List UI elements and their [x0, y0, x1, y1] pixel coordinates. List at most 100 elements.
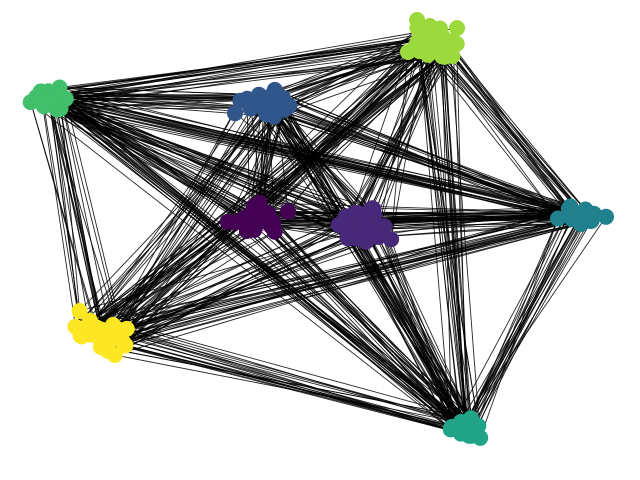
edge-c-green-c-lime: [418, 51, 462, 430]
node-c-indigo-29: [348, 208, 365, 225]
edge-c-teal-c-yellow: [108, 215, 581, 343]
edge-c-teal-c-yellow: [122, 208, 570, 343]
node-c-dark-purple-23: [219, 213, 236, 230]
edge-c-teal-c-yellow: [125, 223, 582, 346]
edge-c-blue-c-lime: [271, 50, 420, 96]
edge-c-blue-c-teal: [260, 96, 592, 222]
node-c-teal-19: [598, 208, 614, 225]
edge-c-lime-c-yellow: [101, 43, 457, 331]
node-c-dark-purple-33: [236, 210, 253, 227]
edge-c-emerald-c-yellow: [56, 109, 103, 341]
edge-c-green-c-lime: [441, 56, 453, 428]
edge-c-green-c-emerald: [47, 91, 481, 439]
node-c-indigo-7: [383, 231, 400, 248]
edge-c-green-c-lime: [429, 25, 468, 432]
edge-c-green-c-emerald: [36, 96, 468, 430]
node-c-yellow-30: [108, 320, 125, 337]
node-c-lime-31: [436, 32, 453, 49]
edge-c-blue-c-yellow: [107, 107, 272, 352]
edge-c-green-c-yellow: [90, 325, 462, 423]
edge-c-green-c-lime: [449, 41, 481, 438]
edge-c-lime-c-yellow: [104, 37, 438, 348]
node-c-lime-20: [449, 20, 465, 37]
edge-c-blue-c-emerald: [65, 96, 261, 100]
edge-c-emerald-c-lime: [46, 28, 440, 97]
edge-c-green-c-emerald: [41, 96, 481, 439]
edge-c-green-c-lime: [427, 54, 470, 436]
edge-c-green-c-emerald: [30, 101, 451, 430]
edge-c-teal-c-green: [474, 223, 582, 432]
edge-c-emerald-c-yellow: [30, 101, 102, 348]
edge-c-green-c-emerald: [65, 98, 472, 437]
edge-c-lime-c-yellow: [89, 39, 440, 322]
edge-c-teal-c-green: [460, 208, 570, 434]
node-c-indigo-30: [364, 221, 381, 238]
node-c-lime-30: [409, 33, 426, 50]
edge-c-green-c-yellow: [79, 328, 462, 435]
edge-c-green-c-yellow: [104, 347, 472, 419]
node-c-indigo-20: [330, 216, 347, 233]
edge-c-emerald-c-lime: [65, 55, 443, 100]
edge-c-teal-c-yellow: [114, 215, 581, 356]
cluster-c-green: [442, 410, 489, 446]
edge-c-emerald-c-yellow: [47, 91, 92, 335]
edge-c-teal-c-yellow: [75, 215, 586, 328]
edge-c-indigo-c-emerald: [60, 94, 378, 234]
edge-c-dark-purple-c-emerald: [57, 104, 248, 222]
edge-c-teal-c-emerald: [57, 104, 573, 220]
node-c-teal-20: [562, 198, 579, 215]
edge-c-green-c-lime: [417, 41, 479, 426]
edge-c-green-c-yellow: [114, 354, 479, 427]
edge-c-green-c-emerald: [60, 95, 457, 430]
node-c-lime-27: [409, 20, 426, 37]
edge-c-green-c-emerald: [41, 96, 457, 430]
edge-c-teal-c-yellow: [80, 215, 581, 337]
node-c-dark-purple-0: [280, 203, 296, 220]
cluster-c-lime: [400, 12, 465, 65]
edge-c-indigo-c-emerald: [50, 98, 375, 216]
edge-c-blue-c-lime: [273, 55, 446, 118]
edge-c-dark-purple-c-emerald: [45, 95, 259, 218]
edge-c-emerald-c-lime: [65, 45, 454, 100]
edge-c-dark-purple-c-emerald: [42, 101, 258, 213]
edge-c-teal-c-lime: [442, 36, 590, 215]
node-c-blue-29: [253, 92, 270, 109]
node-c-lime-16: [436, 48, 453, 65]
edge-c-teal-c-green: [465, 215, 586, 433]
edge-c-green-c-yellow: [126, 328, 474, 425]
node-c-yellow-23: [71, 303, 88, 319]
edge-c-emerald-c-yellow: [59, 87, 83, 337]
edge-c-teal-c-green: [470, 212, 574, 436]
cluster-c-yellow: [67, 303, 135, 363]
edge-c-lime-c-yellow: [107, 25, 431, 352]
edge-c-teal-c-yellow: [100, 220, 592, 341]
node-c-indigo-31: [347, 230, 364, 247]
edge-c-emerald-c-lime: [57, 36, 443, 91]
edge-c-lime-c-yellow: [90, 34, 441, 331]
edge-c-dark-purple-c-yellow: [126, 210, 259, 330]
edge-c-indigo-c-yellow: [90, 229, 349, 336]
edge-c-teal-c-lime: [422, 37, 586, 216]
node-c-emerald-19: [57, 90, 74, 107]
node-c-dark-purple-31: [246, 222, 263, 238]
node-c-indigo-27: [364, 200, 381, 217]
node-c-lime-18: [421, 18, 438, 34]
edge-c-teal-c-green: [472, 220, 592, 425]
edge-c-green-c-yellow: [80, 335, 472, 437]
edge-c-emerald-c-lime: [42, 55, 453, 103]
edge-c-teal-c-yellow: [90, 213, 594, 336]
edge-c-green-c-lime: [422, 37, 468, 430]
edge-c-dark-purple-c-green: [245, 224, 452, 430]
edge-c-dark-purple-c-emerald: [59, 87, 248, 222]
edge-c-teal-c-green: [465, 215, 581, 423]
edge-c-teal-c-emerald: [59, 87, 591, 222]
edge-c-dark-purple-c-green: [259, 202, 462, 430]
edge-c-teal-c-emerald: [65, 98, 578, 221]
edge-c-lime-c-yellow: [104, 28, 441, 348]
edge-c-green-c-lime: [418, 51, 452, 430]
edge-c-teal-c-lime: [424, 42, 579, 221]
edge-c-emerald-c-lime: [57, 55, 453, 106]
cluster-c-blue: [227, 81, 298, 125]
edge-c-indigo-c-lime: [345, 55, 443, 217]
